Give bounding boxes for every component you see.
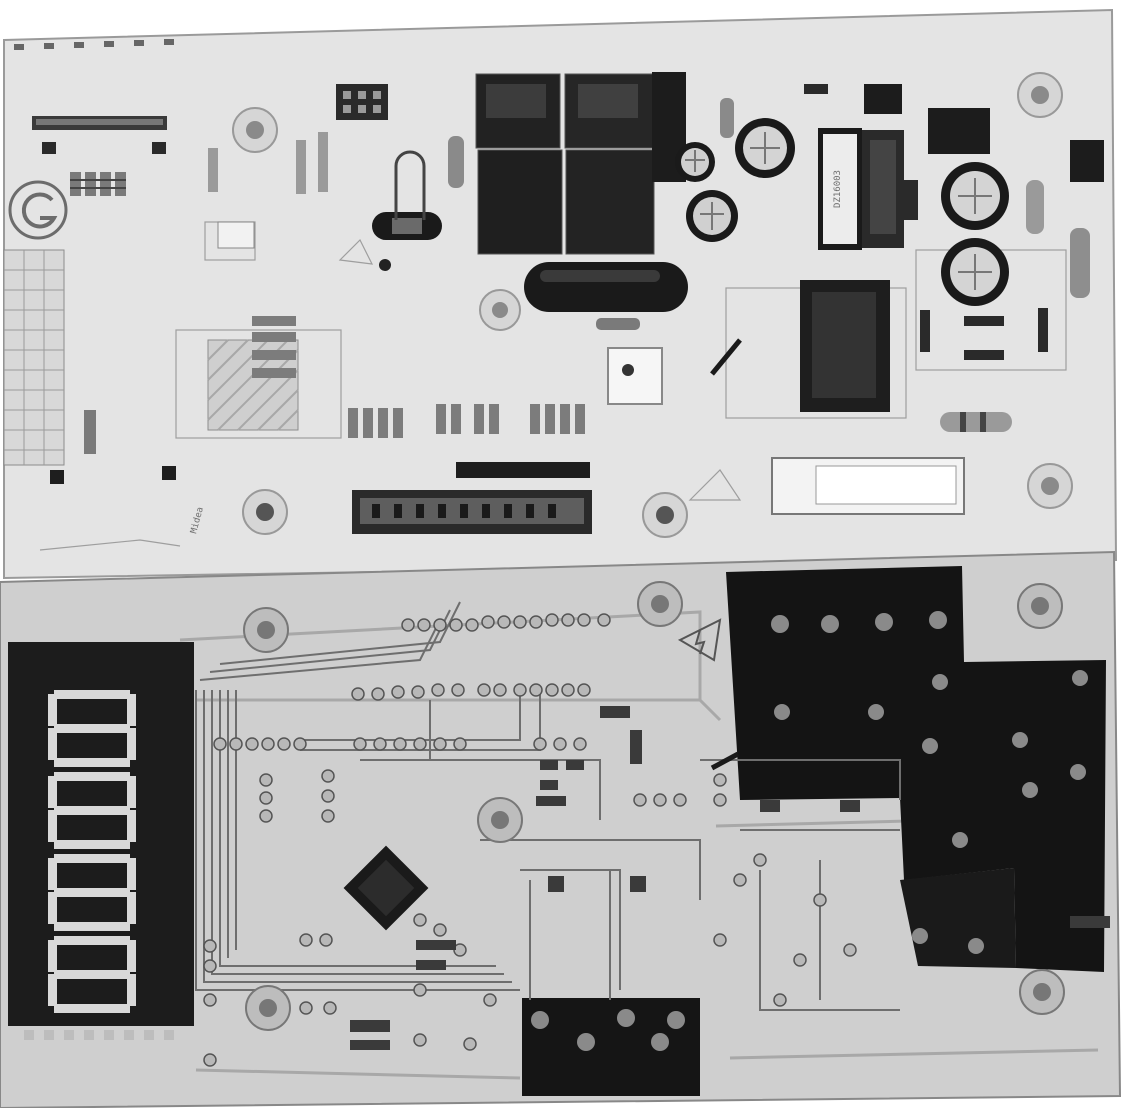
seven-segment-display <box>8 642 194 1040</box>
silkscreen-label-block <box>3 249 65 466</box>
smd-resistor-rows <box>252 316 585 438</box>
bottom-board-solder-side: 8 8 8 8 <box>0 550 1121 1108</box>
mounting-holes-top <box>232 72 1073 538</box>
digit-2-segment-a <box>54 772 130 781</box>
digit-4-segment-e <box>48 974 57 1006</box>
pin-header <box>336 84 388 120</box>
digit-1-segment-c <box>127 728 136 760</box>
digit-1-segment-a <box>54 690 130 699</box>
microcontroller-qfp <box>343 845 429 931</box>
digit-2-segment-e <box>48 810 57 842</box>
g-logo-icon <box>8 180 68 240</box>
digit-2-segment-g <box>54 806 130 815</box>
digit-4-segment-a <box>54 936 130 945</box>
wire-jumper <box>394 150 426 220</box>
digit-1-segment-g <box>54 724 130 733</box>
digit-2-segment-d <box>54 840 130 849</box>
top-board-component-side: DZ16003 <box>3 8 1118 580</box>
resistors-and-diodes <box>84 84 1090 454</box>
digit-3-segment-b <box>127 858 136 890</box>
digit-4-segment-b <box>127 940 136 972</box>
smd-components-bottom <box>350 706 1110 1050</box>
copper-pour-lower <box>522 998 700 1096</box>
digit-3-segment-c <box>127 892 136 924</box>
relay-block <box>475 72 686 255</box>
digit-1-segment-b <box>127 694 136 726</box>
switching-transformer: DZ16003 <box>818 128 904 250</box>
digit-4-segment-d <box>54 1004 130 1013</box>
transformer-marking: DZ16003 <box>833 170 843 208</box>
digit-1-segment-f <box>48 694 57 726</box>
digit-1-segment-d <box>54 758 130 767</box>
edge-tabs <box>14 39 174 50</box>
warning-icon <box>677 618 722 662</box>
digit-1-segment-e <box>48 728 57 760</box>
digit-3-segment-e <box>48 892 57 924</box>
ics-top <box>800 84 1104 412</box>
digit-3-segment-f <box>48 858 57 890</box>
copper-pour-right <box>726 566 1106 972</box>
digit-3-segment-g <box>54 888 130 897</box>
ribbon-connector-top <box>32 116 167 154</box>
mounting-holes-bottom <box>243 581 1065 1031</box>
digit-4-segment-g <box>54 970 130 979</box>
copper-traces <box>195 601 901 1011</box>
solder-pads <box>203 613 857 1067</box>
electrolytic-capacitors <box>372 118 1009 306</box>
digit-3-segment-a <box>54 854 130 863</box>
resistor-array-top-left <box>70 172 126 196</box>
digit-4-segment-c <box>127 974 136 1006</box>
digit-2-segment-f <box>48 776 57 808</box>
connectors-bottom-top-board <box>50 221 965 534</box>
toroid-choke <box>524 262 688 312</box>
digit-3-segment-d <box>54 922 130 931</box>
digit-2-segment-b <box>127 776 136 808</box>
digit-2-segment-c <box>127 810 136 842</box>
display-digits <box>48 690 136 1013</box>
digit-4-segment-f <box>48 940 57 972</box>
